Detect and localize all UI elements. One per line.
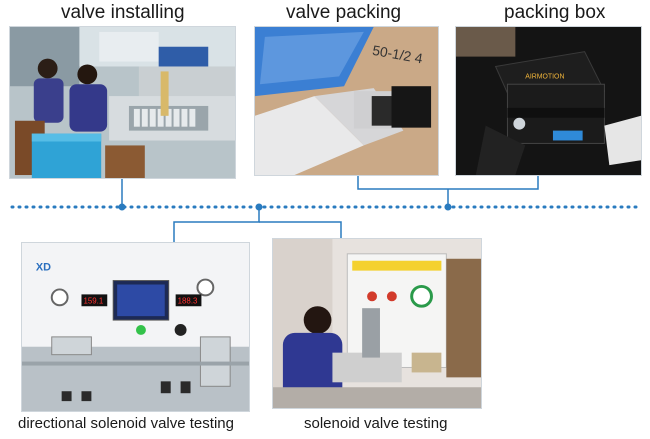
junction-dot-2 [255,203,263,211]
connector-directional [173,207,260,242]
photo-directional-testing: XD 159.1 188.3 [21,242,250,412]
junction-dot-3 [444,203,452,211]
caption-solenoid-testing: solenoid valve testing [304,415,448,432]
valve-packing-scene: 50-1/2 4 [255,27,438,175]
photo-solenoid-testing [272,238,482,409]
box-logo-text: AIRMOTION [525,73,564,80]
junction-dot-1 [118,203,126,211]
caption-valve-installing: valve installing [61,2,185,23]
panel-brand: XD [36,262,51,274]
factory-scene-installing [10,27,235,178]
display-left: 159.1 [83,296,103,305]
connector-packing-box [357,176,539,190]
caption-directional-testing: directional solenoid valve testing [18,415,234,432]
photo-valve-packing: 50-1/2 4 [254,26,439,176]
packing-box-scene: AIRMOTION [456,27,641,175]
photo-valve-installing [9,26,236,179]
solenoid-test-scene [273,239,481,408]
display-right: 188.3 [178,296,198,305]
test-bench-scene: XD 159.1 188.3 [22,243,249,411]
photo-packing-box: AIRMOTION [455,26,642,176]
caption-packing-box: packing box [504,2,606,23]
caption-valve-packing: valve packing [286,2,402,23]
